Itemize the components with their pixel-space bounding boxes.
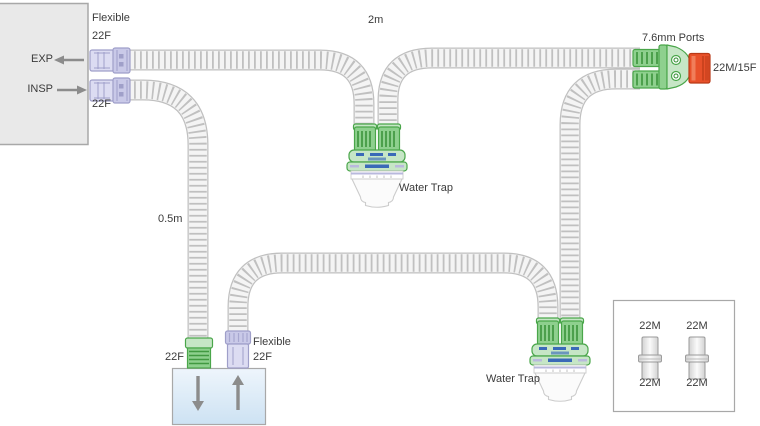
ventilator-box (0, 2, 89, 146)
water-trap-mid-label: Water Trap (399, 182, 453, 194)
adapters-box (612, 299, 736, 413)
humidifier-chamber (171, 367, 267, 426)
insp-tube-from-humidifier (227, 252, 559, 333)
wye-piece (632, 44, 692, 90)
adapter-a-bottom-label: 22M (639, 377, 661, 389)
wye-ports-label: 7.6mm Ports (642, 32, 705, 44)
exp-connector-flexible-label: Flexible (92, 12, 130, 24)
exp-tube-2m (128, 49, 375, 127)
monitoring-port-icon (670, 54, 682, 66)
insp-tube-length-label: 0.5m (158, 213, 183, 225)
humidifier-outlet-flexible-label: Flexible (253, 336, 291, 348)
water-trap-mid (346, 123, 408, 209)
insp-tube-05m (128, 79, 209, 340)
adapter-a (638, 336, 662, 380)
patient-end-size-label: 22M/15F (713, 62, 757, 74)
exp-arrow-icon (54, 55, 84, 65)
adapter-a-top-label: 22M (639, 320, 661, 332)
water-trap-bottom (529, 317, 591, 403)
humidifier-down-arrow-icon (192, 376, 204, 411)
monitoring-port-icon (670, 70, 682, 82)
insp-connector-size-label: 22F (92, 98, 111, 110)
patient-end-connector (688, 52, 711, 84)
humidifier-outlet-size-label: 22F (253, 351, 272, 363)
exp-port-connector (89, 47, 131, 74)
adapter-b (685, 336, 709, 380)
humidifier-up-arrow-icon (232, 375, 244, 410)
insp-port-label: INSP (27, 83, 53, 95)
insp-arrow-icon (57, 85, 87, 95)
exp-port-label: EXP (30, 53, 53, 65)
humidifier-inlet-size-label: 22F (165, 351, 184, 363)
humidifier-outlet-connector (224, 330, 252, 369)
exp-connector-size-label: 22F (92, 30, 111, 42)
exp-tube-length-label: 2m (368, 14, 384, 26)
insp-tube-to-wye (559, 68, 640, 321)
adapter-b-bottom-label: 22M (686, 377, 708, 389)
adapter-b-top-label: 22M (686, 320, 708, 332)
water-trap-bottom-label: Water Trap (486, 373, 540, 385)
humidifier-inlet-connector (184, 337, 214, 369)
exp-tube-to-wye (377, 47, 640, 127)
